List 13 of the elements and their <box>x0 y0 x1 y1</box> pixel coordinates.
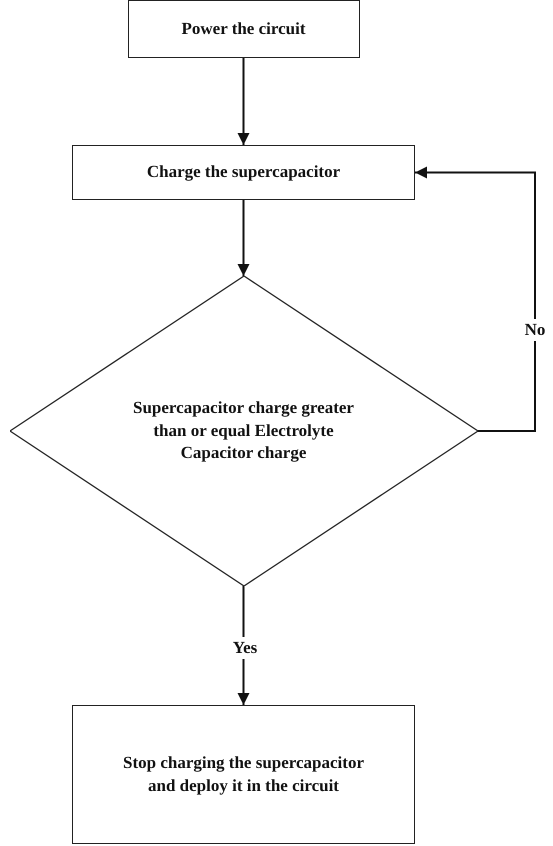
step-text: Power the circuit <box>182 18 306 40</box>
arrow <box>238 58 250 145</box>
decision-text: Supercapacitor charge greater than or equal Electrolyte Capacitor charge <box>132 396 355 464</box>
edge-label: Yes <box>230 637 260 659</box>
edge-label: No <box>522 319 548 341</box>
process-box <box>72 145 415 200</box>
process-box <box>128 0 360 58</box>
arrow <box>415 166 536 432</box>
arrow <box>238 200 250 276</box>
process-box <box>72 705 415 844</box>
step-text: Charge the supercapacitor <box>146 161 340 184</box>
decision-diamond <box>10 276 478 586</box>
step-text: Stop charging the supercapacitor and deploy it in the circuit <box>122 752 365 797</box>
